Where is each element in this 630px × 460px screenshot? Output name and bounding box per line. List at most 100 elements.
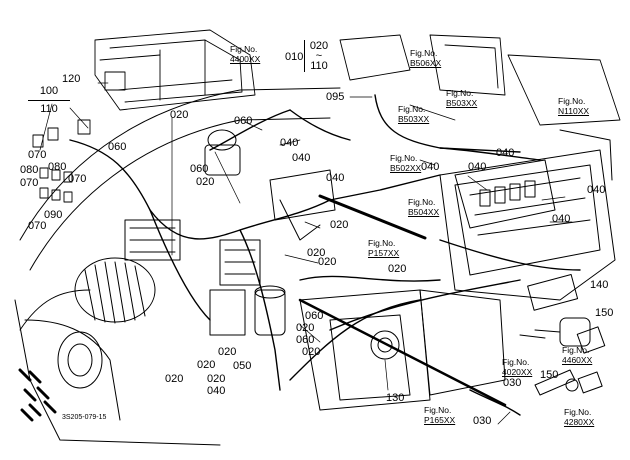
fig-title: Fig.No. [424, 405, 452, 415]
fig-number: B506XX [410, 58, 442, 68]
part-label: 020 [318, 256, 337, 268]
part-label: 020 [296, 322, 315, 334]
fig-title: Fig.No. [446, 88, 474, 98]
bold-leader-lines [298, 194, 507, 407]
fig-ref-b502[interactable]: Fig.No.B502XX [390, 153, 421, 173]
fig-title: Fig.No. [410, 48, 438, 58]
part-label: 060 [190, 163, 209, 175]
range-callout-010: 020 ~ 110 [304, 40, 333, 72]
fig-number: N110XX [558, 106, 590, 116]
hatch-block-drawing [18, 368, 57, 422]
range-to: 110 [28, 100, 70, 115]
part-label: 070 [20, 177, 39, 189]
fig-number: 4020XX [502, 367, 533, 377]
fig-number: 4460XX [562, 355, 593, 365]
part-label: 050 [233, 360, 252, 372]
cab-frame-drawing [94, 29, 621, 126]
fig-title: Fig.No. [230, 44, 258, 54]
part-label: 070 [68, 173, 87, 185]
part-label: 040 [587, 184, 606, 196]
fig-number: B503XX [398, 114, 430, 124]
fig-title: Fig.No. [408, 197, 436, 207]
part-label: 020 [307, 247, 326, 259]
part-label: 020 [197, 359, 216, 371]
part-label: 060 [234, 115, 253, 127]
part-label: 020 [330, 219, 349, 231]
part-label: 070 [28, 149, 47, 161]
fig-ref-n110[interactable]: Fig.No.N110XX [558, 96, 589, 116]
fig-ref-4020[interactable]: Fig.No.4020XX [502, 357, 532, 377]
part-label: 150 [540, 369, 559, 381]
fig-number: B504XX [408, 207, 440, 217]
part-label: 020 [196, 176, 215, 188]
fig-number: B502XX [390, 163, 422, 173]
part-label: 030 [473, 415, 492, 427]
part-label: 140 [590, 279, 609, 291]
part-label: 120 [62, 73, 81, 85]
part-label: 040 [280, 137, 299, 149]
part-label: 060 [305, 310, 324, 322]
part-label: 070 [28, 220, 47, 232]
fig-number: 4400XX [230, 54, 261, 64]
valve-block-drawing [454, 159, 556, 229]
fig-ref-b506[interactable]: Fig.No.B506XX [410, 48, 441, 68]
range-separator: ~ [315, 50, 323, 62]
fig-title: Fig.No. [368, 238, 396, 248]
fig-number: B503XX [446, 98, 478, 108]
part-label: 040 [496, 147, 515, 159]
fig-title: Fig.No. [564, 407, 592, 417]
fig-ref-b504[interactable]: Fig.No.B504XX [408, 197, 439, 217]
part-label: 080 [20, 164, 39, 176]
part-label: 040 [326, 172, 345, 184]
part-label: 030 [503, 377, 522, 389]
fig-title: Fig.No. [398, 104, 426, 114]
part-label: 020 [218, 346, 237, 358]
part-label: 020 [165, 373, 184, 385]
fig-number: P157XX [368, 248, 400, 258]
fig-number: 4280XX [564, 417, 595, 427]
range-callout-100: 100 110 [28, 85, 70, 115]
part-label: 020 [388, 263, 407, 275]
hood-outline-drawing [14, 87, 341, 446]
fig-title: Fig.No. [558, 96, 586, 106]
engine-components-drawing [204, 129, 336, 336]
part-label: 040 [552, 213, 571, 225]
fig-title: Fig.No. [562, 345, 590, 355]
fig-title: Fig.No. [502, 357, 530, 367]
sensor-parts-drawing [519, 273, 606, 396]
part-label: 040 [468, 161, 487, 173]
fig-ref-4460[interactable]: Fig.No.4460XX [562, 345, 592, 365]
part-label: 095 [326, 91, 345, 103]
wiring-paths [69, 94, 581, 416]
alternator-drawing [74, 219, 181, 324]
part-label: 060 [108, 141, 127, 153]
part-label: 040 [421, 161, 440, 173]
range-callout-010-prefix: 010 [285, 51, 304, 63]
part-label: 040 [292, 152, 311, 164]
part-label: 060 [296, 334, 315, 346]
range-from: 020 [309, 40, 329, 52]
fig-ref-p157[interactable]: Fig.No.P157XX [368, 238, 399, 258]
range-from: 100 [39, 85, 59, 97]
fig-ref-b503-b[interactable]: Fig.No.B503XX [446, 88, 477, 108]
fig-ref-p165[interactable]: Fig.No.P165XX [424, 405, 455, 425]
transmission-case-drawing [299, 129, 616, 411]
part-label: 080 [48, 161, 67, 173]
part-label: 020 [302, 346, 321, 358]
fig-ref-b503-a[interactable]: Fig.No.B503XX [398, 104, 429, 124]
range-to: 110 [310, 60, 328, 72]
fig-ref-4400[interactable]: Fig.No.4400XX [230, 44, 260, 64]
fig-ref-4280[interactable]: Fig.No.4280XX [564, 407, 594, 427]
fig-title: Fig.No. [390, 153, 418, 163]
part-label: 020 [207, 373, 226, 385]
part-label: 040 [207, 385, 226, 397]
connector-parts-drawing [32, 119, 91, 203]
drawing-code: 3S205-079-15 [62, 414, 107, 421]
part-label: 090 [44, 209, 63, 221]
leader-lines [39, 82, 573, 425]
part-label: 020 [170, 109, 189, 121]
part-label: 150 [595, 307, 614, 319]
fig-number: P165XX [424, 415, 456, 425]
